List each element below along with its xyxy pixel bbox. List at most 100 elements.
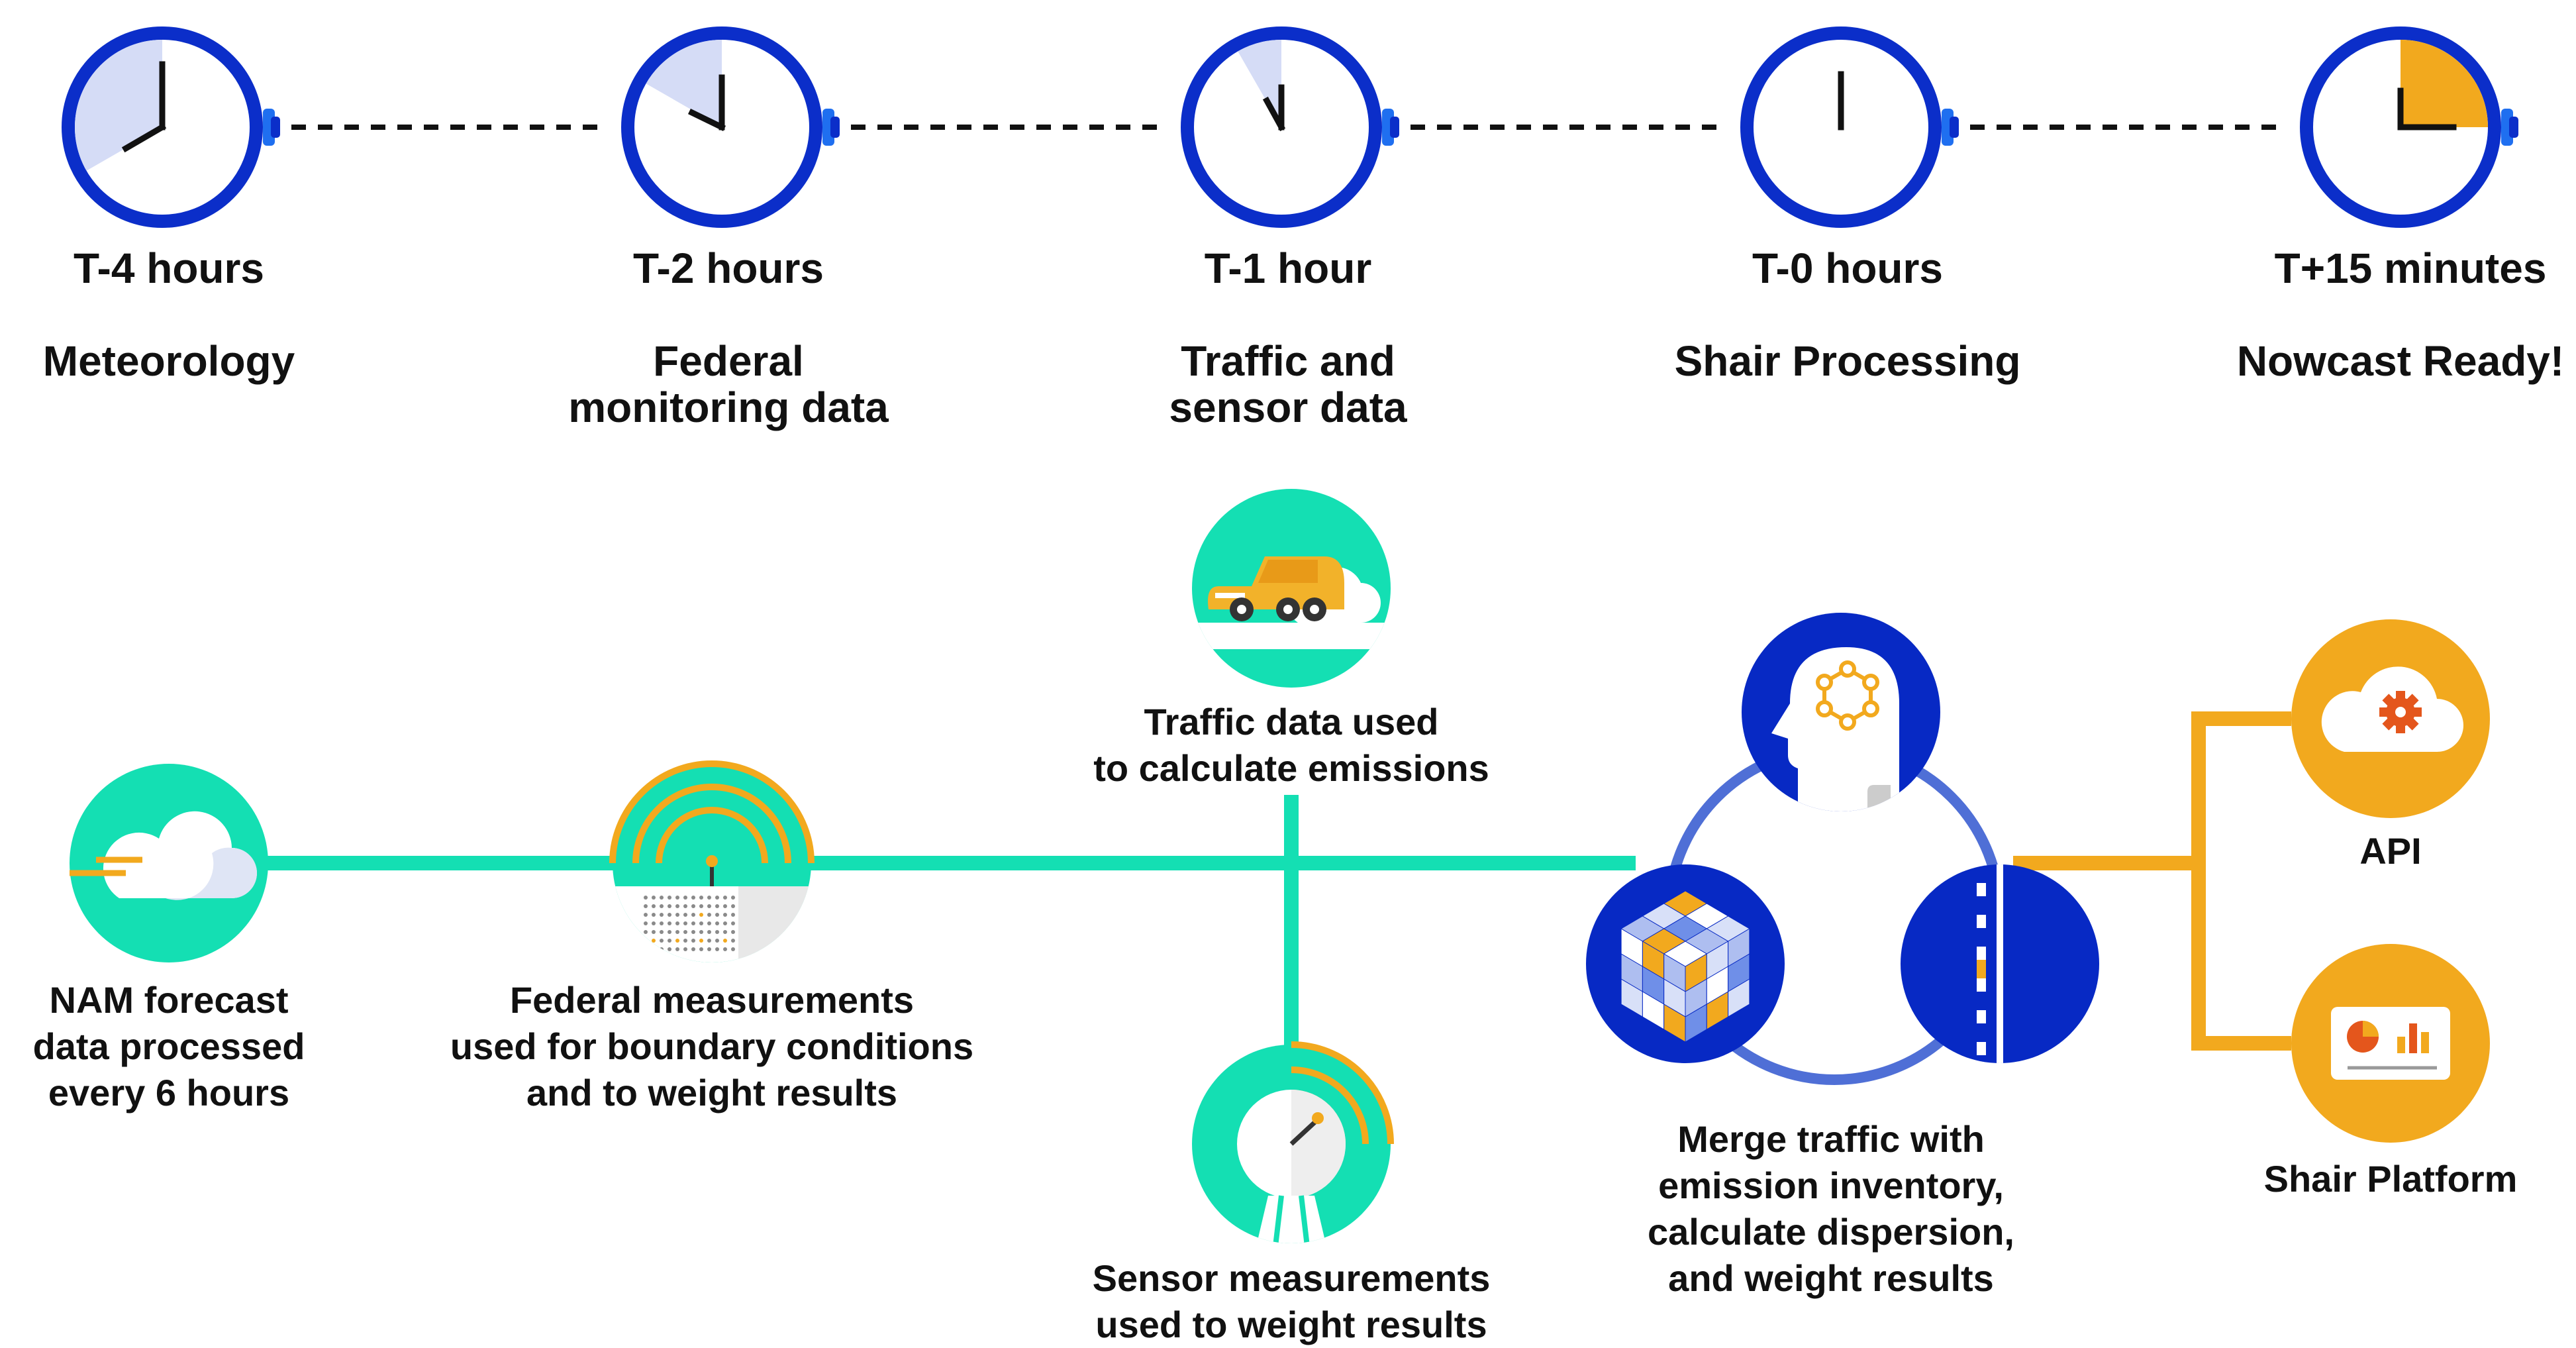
clock-icon — [1181, 26, 1399, 228]
station-dot — [660, 904, 664, 908]
clock-knob-cap — [830, 117, 840, 138]
timeline-stage-title-line: Federal — [653, 337, 804, 385]
station-dot — [652, 921, 656, 925]
station-dot — [731, 921, 735, 925]
caption-line: to calculate emissions — [1093, 747, 1489, 789]
timeline-stage-title: Federal monitoring data — [556, 338, 901, 431]
station-dot — [723, 921, 727, 925]
caption-line: data processed — [32, 1025, 305, 1067]
road-dash — [1977, 992, 1986, 1010]
station-dot — [675, 921, 679, 925]
road-icon — [1901, 864, 2099, 1063]
station-dot — [683, 904, 687, 908]
station-dot — [644, 896, 648, 900]
processing-caption: Merge traffic with emission inventory, c… — [1616, 1116, 2046, 1302]
platform-dashboard-icon — [2291, 944, 2490, 1143]
timeline-clocks — [62, 26, 2518, 228]
station-dot — [644, 921, 648, 925]
station-dot — [731, 947, 735, 951]
station-dot — [660, 913, 664, 917]
road-dash — [1977, 1023, 1986, 1042]
station-dot — [675, 947, 679, 951]
road-dash — [1977, 960, 1986, 978]
station-dot — [699, 939, 703, 943]
station-dot — [644, 904, 648, 908]
station-dot — [668, 896, 671, 900]
federal-monitoring-station-icon — [609, 760, 815, 962]
timeline-stage-title: Meteorology — [42, 337, 295, 385]
station-dot — [723, 947, 727, 951]
station-dot — [731, 904, 735, 908]
station-dot — [660, 896, 664, 900]
caption-line: Traffic data used — [1144, 701, 1439, 743]
clock-icon — [62, 26, 280, 228]
caption-line: calculate dispersion, — [1648, 1211, 2014, 1253]
station-dot — [668, 913, 671, 917]
station-dot — [683, 939, 687, 943]
station-dot — [652, 896, 656, 900]
station-dot — [715, 913, 719, 917]
station-dot — [691, 921, 695, 925]
timeline-stage-title: Shair Processing — [1674, 337, 2021, 385]
station-dot — [668, 904, 671, 908]
clock-hand — [687, 108, 726, 132]
clock-icon — [621, 26, 840, 228]
clock-icon — [1740, 26, 1959, 228]
nam-caption: NAM forecast data processed every 6 hour… — [13, 977, 324, 1116]
orange-output-line-2 — [2191, 863, 2291, 1051]
station-dot — [668, 947, 671, 951]
station-dot — [707, 939, 711, 943]
sensor-icon — [1192, 1041, 1394, 1243]
station-dot — [660, 947, 664, 951]
timeline-time-label: T-4 hours — [73, 244, 265, 292]
road-dash — [1977, 864, 1986, 883]
timeline-time-label: T-2 hours — [632, 244, 824, 292]
caption-line: Merge traffic with — [1677, 1118, 1985, 1160]
station-dot — [699, 921, 703, 925]
station-dot — [683, 930, 687, 934]
timeline-stage-title-line: Traffic and — [1181, 337, 1395, 385]
station-dot — [707, 921, 711, 925]
clock-elapsed-sector — [646, 40, 722, 127]
station-dot — [715, 904, 719, 908]
station-dot — [660, 930, 664, 934]
clock-knob-cap — [1950, 117, 1959, 138]
station-dot — [691, 896, 695, 900]
station-dot — [731, 930, 735, 934]
timeline-time-label: T-0 hours — [1752, 244, 1944, 292]
station-dot — [731, 913, 735, 917]
station-dot — [644, 930, 648, 934]
clock-hand — [121, 123, 167, 153]
timeline-time-label: T+15 minutes — [2274, 244, 2547, 292]
caption-line: NAM forecast — [49, 979, 289, 1021]
station-dot — [715, 921, 719, 925]
caption-line: Sensor measurements — [1092, 1257, 1491, 1299]
station-dot — [683, 947, 687, 951]
clock-elapsed-sector — [2401, 40, 2488, 127]
station-dot — [731, 896, 735, 900]
station-dot — [675, 904, 679, 908]
station-dot — [715, 939, 719, 943]
station-dot — [652, 939, 656, 943]
station-dot — [699, 904, 703, 908]
federal-caption: Federal measurements used for boundary c… — [440, 977, 983, 1116]
nam-cloud-icon — [70, 764, 268, 962]
station-dot — [707, 904, 711, 908]
station-dot — [723, 904, 727, 908]
caption-line: and weight results — [1668, 1257, 1994, 1299]
station-dot — [723, 913, 727, 917]
cube-cell — [1728, 978, 1750, 1017]
station-dot — [660, 939, 664, 943]
station-dot — [691, 913, 695, 917]
station-dot — [675, 939, 679, 943]
station-dot — [691, 947, 695, 951]
station-dot — [652, 904, 656, 908]
clock-knob-cap — [2509, 117, 2518, 138]
station-dot — [723, 930, 727, 934]
station-dot — [707, 913, 711, 917]
station-dot — [715, 947, 719, 951]
caption-line: emission inventory, — [1658, 1165, 2004, 1206]
station-dot — [652, 947, 656, 951]
api-cloud-gear-icon — [2291, 619, 2490, 818]
station-dot — [675, 930, 679, 934]
